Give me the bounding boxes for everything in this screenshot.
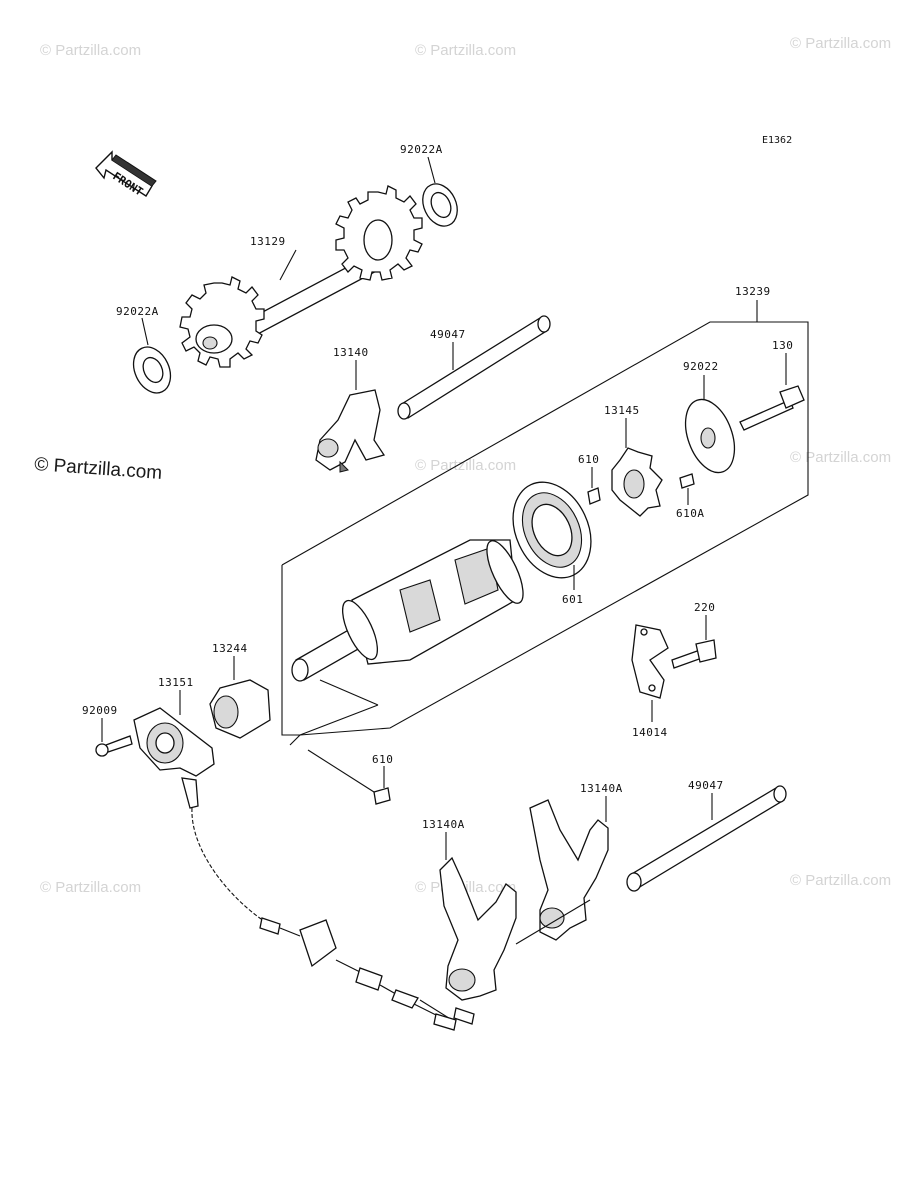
pin-610	[587, 487, 601, 505]
part-number-13129: 13129	[250, 235, 286, 248]
drum-assembly-bracket	[281, 300, 809, 746]
watermark-text: © Partzilla.com	[40, 42, 141, 59]
watermark-text: © Partzilla.com	[40, 879, 141, 896]
washer-left	[132, 346, 172, 394]
position-switch-13151	[133, 707, 215, 809]
washer-top	[422, 183, 458, 227]
part-number-13244: 13244	[212, 642, 248, 655]
watermark-text: © Partzilla.com	[415, 42, 516, 59]
watermark-text: © Partzilla.com	[790, 872, 891, 889]
part-number-610A: 610A	[676, 507, 705, 520]
bolt-220	[671, 639, 717, 669]
part-number-130: 130	[772, 339, 793, 352]
wire-harness	[191, 807, 475, 1031]
bolt-130	[739, 385, 805, 431]
shift-fork-upper	[315, 389, 386, 473]
plate-14014	[631, 624, 669, 699]
shift-rod-lower	[626, 785, 787, 892]
sensor-cap-13244	[209, 679, 271, 739]
part-number-13145: 13145	[604, 404, 640, 417]
washer-large	[684, 398, 736, 474]
shift-fork-lower-right	[529, 799, 609, 941]
part-number-92022A-top: 92022A	[400, 143, 443, 156]
part-number-14014: 14014	[632, 726, 668, 739]
watermark-text: © Partzilla.com	[415, 457, 516, 474]
part-number-220: 220	[694, 601, 715, 614]
bearing-601	[512, 481, 592, 579]
part-number-92022A-left: 92022A	[116, 305, 159, 318]
leader-line	[279, 249, 297, 281]
part-number-601: 601	[562, 593, 583, 606]
leader-line	[427, 156, 436, 184]
leader-line	[307, 749, 375, 793]
leader-line	[515, 899, 591, 945]
drum-star	[611, 447, 663, 517]
part-number-49047-lower: 49047	[688, 779, 724, 792]
part-number-92009: 92009	[82, 704, 118, 717]
part-number-92022: 92022	[683, 360, 719, 373]
watermark-main: © Partzilla.com	[34, 454, 163, 484]
part-number-610-upper: 610	[578, 453, 599, 466]
part-number-13140A-right: 13140A	[580, 782, 623, 795]
front-arrow-icon: FRONT	[95, 150, 157, 199]
shift-fork-lower-left	[439, 856, 517, 1001]
screw-92009	[95, 735, 133, 757]
part-number-13140A-left: 13140A	[422, 818, 465, 831]
part-number-610-lower: 610	[372, 753, 393, 766]
shift-drum	[291, 539, 524, 682]
pin-610A	[679, 473, 695, 489]
part-number-49047-upper: 49047	[430, 328, 466, 341]
diagram-code: E1362	[762, 135, 792, 146]
leader-line	[141, 317, 149, 346]
pin-610-lower	[373, 787, 391, 805]
part-number-13151: 13151	[158, 676, 194, 689]
watermark-text: © Partzilla.com	[790, 449, 891, 466]
part-number-13239: 13239	[735, 285, 771, 298]
gear-shaft	[179, 185, 423, 368]
watermark-text: © Partzilla.com	[790, 35, 891, 52]
part-number-13140: 13140	[333, 346, 369, 359]
shift-rod-upper	[397, 315, 551, 420]
